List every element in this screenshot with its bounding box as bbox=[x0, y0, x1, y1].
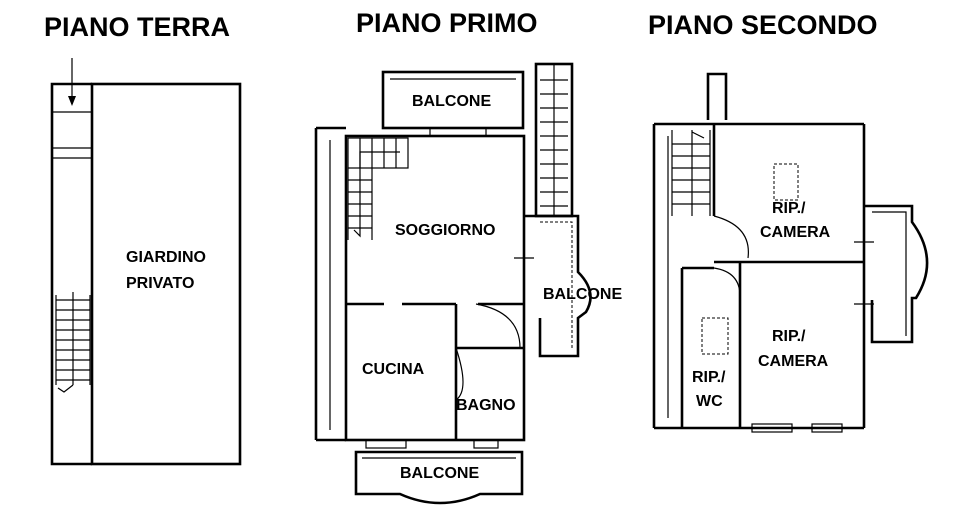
balcone-bay-outline bbox=[864, 204, 929, 344]
label-giardino-2: PRIVATO bbox=[126, 275, 194, 292]
title-piano-secondo: PIANO SECONDO bbox=[648, 10, 878, 40]
label-rip-camera-1a: RIP./ bbox=[772, 200, 806, 217]
stairs-secondo bbox=[671, 130, 711, 216]
label-soggiorno: SOGGIORNO bbox=[395, 222, 495, 239]
balcone-right-outline bbox=[524, 214, 592, 358]
skylight-wc bbox=[701, 317, 729, 355]
plan-piano-secondo: RIP./ CAMERA RIP./ CAMERA RIP./ WC bbox=[652, 72, 929, 433]
door-wc-swing bbox=[713, 267, 741, 297]
label-balcone-bottom: BALCONE bbox=[400, 465, 479, 482]
strip-outline bbox=[50, 82, 92, 466]
primo-outline bbox=[344, 134, 526, 442]
giardino-outline bbox=[90, 82, 242, 466]
title-piano-terra: PIANO TERRA bbox=[44, 12, 230, 42]
label-cucina: CUCINA bbox=[362, 361, 425, 378]
balcone-bottom-outline bbox=[354, 450, 524, 505]
label-rip-wc-a: RIP./ bbox=[692, 369, 726, 386]
label-rip-camera-2a: RIP./ bbox=[772, 328, 806, 345]
plan-piano-terra: GIARDINO PRIVATO bbox=[50, 58, 242, 466]
label-rip-camera-1b: CAMERA bbox=[760, 224, 831, 241]
stairs-primo bbox=[347, 137, 409, 240]
door-camera1-swing bbox=[713, 215, 749, 259]
stairs-terra bbox=[55, 292, 91, 393]
label-balcone-top: BALCONE bbox=[412, 93, 491, 110]
label-rip-wc-b: WC bbox=[696, 393, 723, 410]
label-giardino-1: GIARDINO bbox=[126, 249, 206, 266]
label-bagno: BAGNO bbox=[456, 397, 516, 414]
stairs-shaft-primo bbox=[534, 62, 574, 218]
door-bagno-swing bbox=[475, 303, 521, 349]
label-rip-camera-2b: CAMERA bbox=[758, 353, 829, 370]
label-balcone-right: BALCONE bbox=[543, 286, 622, 303]
skylight-camera1 bbox=[773, 163, 799, 201]
plan-piano-primo: BALCONE SOGGIORNO BALCONE CUCINA BAGNO B… bbox=[314, 62, 622, 505]
title-piano-primo: PIANO PRIMO bbox=[356, 8, 538, 38]
